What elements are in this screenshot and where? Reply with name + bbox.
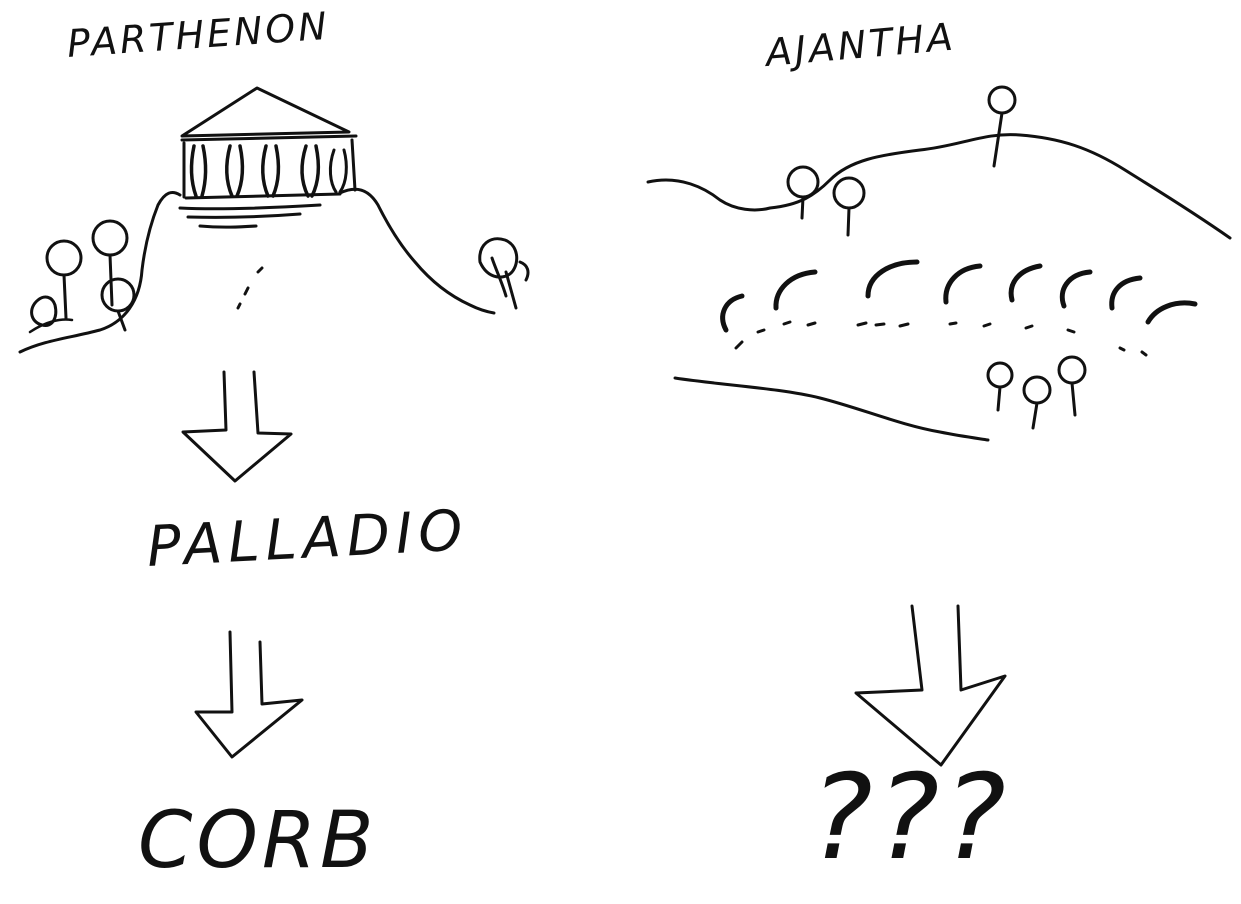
down-arrow-1 bbox=[181, 370, 293, 483]
parthenon-label: PARTHENON bbox=[66, 4, 331, 66]
right-hill-tree-drawing bbox=[478, 237, 530, 310]
left-trees-drawing bbox=[28, 219, 136, 334]
ajantha-cave-openings-drawing bbox=[720, 259, 1198, 357]
parthenon-temple-drawing bbox=[178, 86, 358, 229]
down-arrow-2 bbox=[194, 630, 304, 759]
ajantha-trees-drawing bbox=[786, 85, 1087, 430]
question-marks-label: ??? bbox=[810, 748, 1010, 886]
hill-outline bbox=[18, 187, 496, 354]
ajantha-label: AJANTHA bbox=[761, 15, 958, 76]
ajantha-hillside-drawing bbox=[646, 133, 1232, 442]
corb-label: CORB bbox=[138, 796, 378, 886]
down-arrow-3 bbox=[854, 604, 1007, 767]
palladio-label: PALLADIO bbox=[145, 498, 470, 580]
